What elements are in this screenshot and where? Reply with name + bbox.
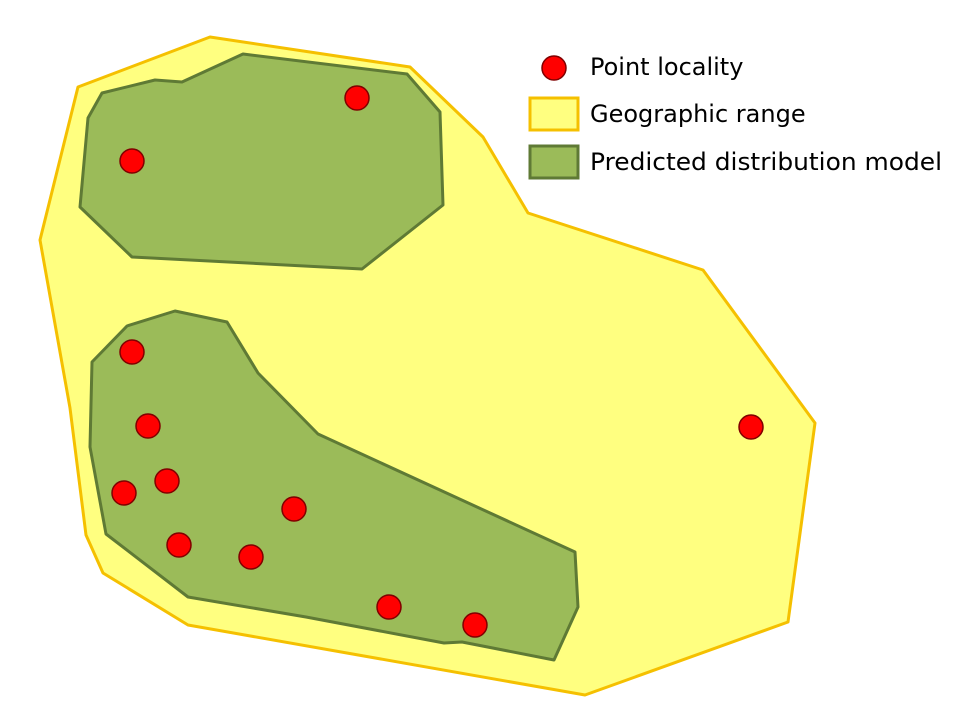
point-locality — [154, 468, 180, 494]
legend-item-range: Geographic range — [528, 96, 806, 132]
point-locality — [376, 594, 402, 620]
legend-point-label: Point locality — [590, 53, 743, 81]
point-localities — [111, 85, 764, 638]
legend-range-label: Geographic range — [590, 100, 806, 128]
predicted-model-region-lower — [88, 309, 580, 662]
point-locality — [119, 148, 145, 174]
point-locality — [462, 612, 488, 638]
point-locality — [738, 414, 764, 440]
legend-item-point: Point locality — [541, 53, 743, 81]
point-locality — [119, 339, 145, 365]
point-locality — [111, 480, 137, 506]
point-locality — [238, 544, 264, 570]
legend-item-model: Predicted distribution model — [528, 144, 942, 180]
legend-model-swatch — [528, 144, 580, 180]
point-locality — [166, 532, 192, 558]
legend-point-swatch — [541, 55, 567, 81]
point-locality — [344, 85, 370, 111]
point-locality — [281, 496, 307, 522]
point-locality — [135, 413, 161, 439]
legend-range-swatch — [528, 96, 580, 132]
legend-model-label: Predicted distribution model — [590, 148, 942, 176]
legend: Point locality Geographic range Predicte… — [528, 53, 942, 180]
